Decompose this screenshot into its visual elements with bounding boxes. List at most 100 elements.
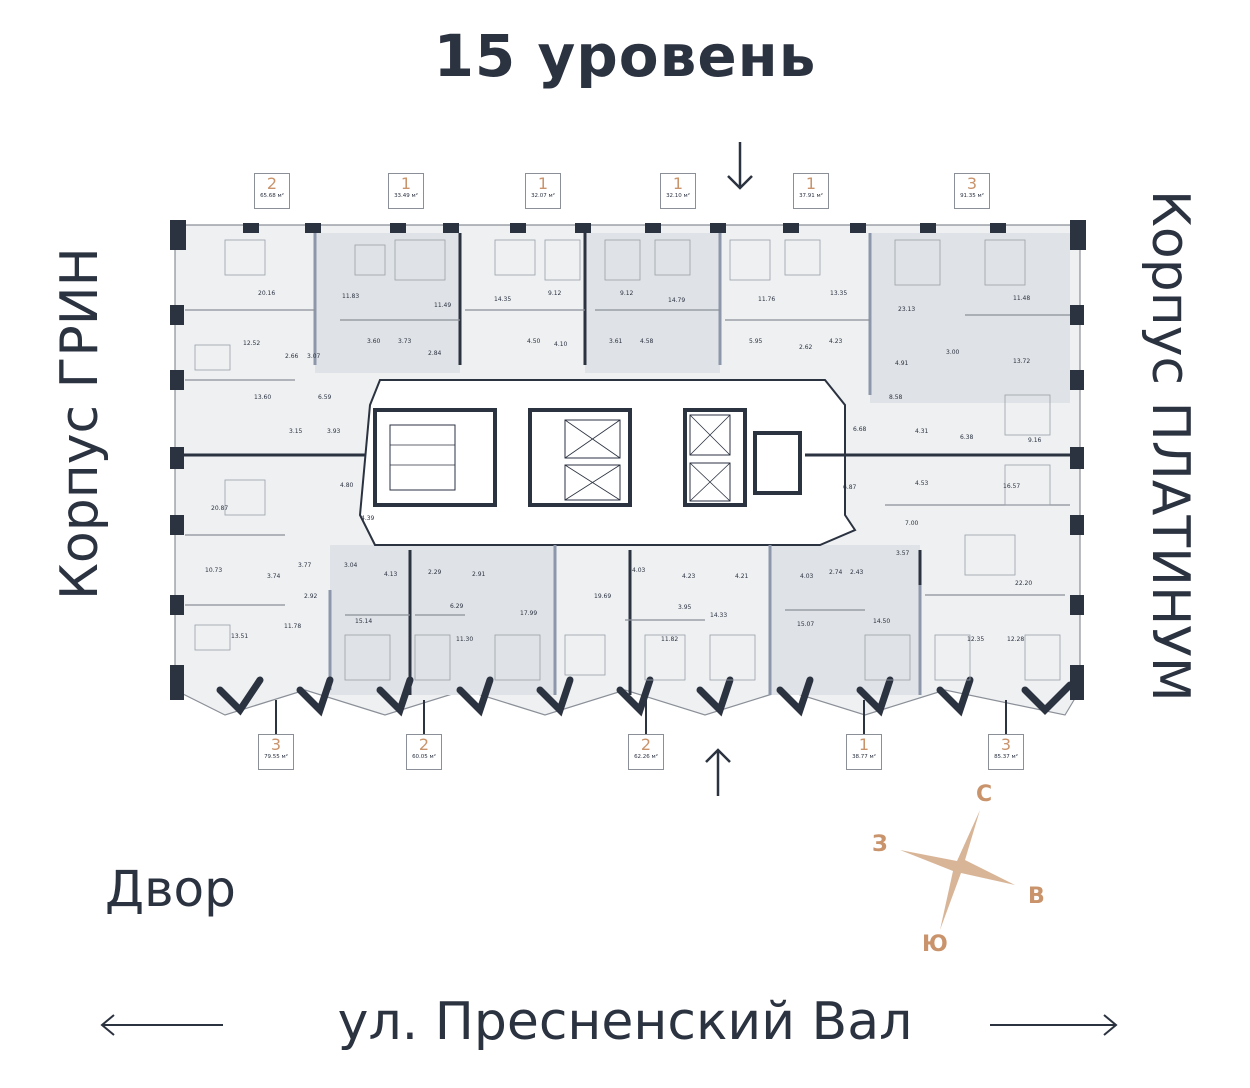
right-building-label: Корпус ПЛАТИНУМ bbox=[1140, 190, 1200, 702]
unit-rooms: 1 bbox=[672, 174, 684, 193]
room-area: 4.03 bbox=[800, 573, 814, 580]
room-area: 22.20 bbox=[1015, 580, 1033, 587]
apartment-highlight[interactable] bbox=[315, 233, 460, 373]
room-area: 3.07 bbox=[307, 353, 321, 360]
unit-badge[interactable]: 2 60.05 м² bbox=[406, 734, 442, 770]
room-area: 12.35 bbox=[967, 636, 985, 643]
room-area: 13.60 bbox=[254, 394, 272, 401]
room-area: 16.57 bbox=[1003, 483, 1021, 490]
room-area: 14.79 bbox=[668, 297, 686, 304]
room-area: 2.84 bbox=[428, 350, 442, 357]
unit-area: 38.77 м² bbox=[852, 754, 876, 760]
room-area: 2.62 bbox=[799, 344, 813, 351]
room-area: 8.58 bbox=[889, 394, 903, 401]
room-area: 11.30 bbox=[456, 636, 474, 643]
room-area: 12.28 bbox=[1007, 636, 1025, 643]
room-area: 13.72 bbox=[1013, 358, 1031, 365]
room-area: 11.48 bbox=[1013, 295, 1031, 302]
room-area: 13.51 bbox=[231, 633, 249, 640]
room-area: 11.82 bbox=[661, 636, 679, 643]
room-area: 3.57 bbox=[896, 550, 910, 557]
room-area: 15.14 bbox=[355, 618, 373, 625]
floor-plan bbox=[170, 220, 1086, 717]
unit-badge[interactable]: 3 79.55 м² bbox=[258, 734, 294, 770]
room-area: 4.03 bbox=[632, 567, 646, 574]
room-area: 3.74 bbox=[267, 573, 281, 580]
unit-badge[interactable]: 3 85.37 м² bbox=[988, 734, 1024, 770]
apartment-highlight[interactable] bbox=[585, 233, 720, 373]
room-area: 15.07 bbox=[797, 621, 815, 628]
unit-badge[interactable]: 1 32.10 м² bbox=[660, 173, 696, 209]
room-area: 19.69 bbox=[594, 593, 612, 600]
unit-rooms: 2 bbox=[418, 735, 430, 754]
unit-badge[interactable]: 1 38.77 м² bbox=[846, 734, 882, 770]
compass-south: Ю bbox=[922, 932, 948, 957]
compass-west: З bbox=[872, 832, 888, 857]
room-area: 4.58 bbox=[640, 338, 654, 345]
room-area: 3.93 bbox=[327, 428, 341, 435]
room-area: 4.23 bbox=[829, 338, 843, 345]
room-area: 4.80 bbox=[340, 482, 354, 489]
unit-badge[interactable]: 2 62.26 м² bbox=[628, 734, 664, 770]
apartment-highlight[interactable] bbox=[770, 545, 920, 695]
room-area: 23.13 bbox=[898, 306, 916, 313]
room-area: 3.00 bbox=[946, 349, 960, 356]
apartment-highlight[interactable] bbox=[330, 545, 555, 695]
room-area: 11.83 bbox=[342, 293, 360, 300]
room-area: 2.92 bbox=[304, 593, 318, 600]
unit-area: 62.26 м² bbox=[634, 754, 658, 760]
room-area: 6.68 bbox=[853, 426, 867, 433]
room-area: 6.29 bbox=[450, 603, 464, 610]
compass-icon bbox=[900, 810, 1015, 930]
unit-rooms: 3 bbox=[270, 735, 282, 754]
room-area: 7.00 bbox=[905, 520, 919, 527]
room-area: 4.23 bbox=[682, 573, 696, 580]
room-area: 3.95 bbox=[678, 604, 692, 611]
street-label: ул. Пресненский Вал bbox=[337, 992, 913, 1052]
unit-rooms: 3 bbox=[1000, 735, 1012, 754]
room-area: 2.66 bbox=[285, 353, 299, 360]
room-area: 4.13 bbox=[384, 571, 398, 578]
room-area: 6.59 bbox=[318, 394, 332, 401]
room-area: 4.50 bbox=[527, 338, 541, 345]
room-area: 4.39 bbox=[361, 515, 375, 522]
unit-badge[interactable]: 1 33.49 м² bbox=[388, 173, 424, 209]
unit-area: 91.35 м² bbox=[960, 193, 984, 199]
unit-area: 32.10 м² bbox=[666, 193, 690, 199]
unit-pointer bbox=[423, 700, 425, 734]
unit-rooms: 1 bbox=[400, 174, 412, 193]
unit-badge[interactable]: 1 37.91 м² bbox=[793, 173, 829, 209]
left-building-label: Корпус ГРИН bbox=[50, 247, 110, 600]
unit-area: 79.55 м² bbox=[264, 754, 288, 760]
room-area: 3.15 bbox=[289, 428, 303, 435]
room-area: 4.91 bbox=[895, 360, 909, 367]
room-area: 4.53 bbox=[915, 480, 929, 487]
unit-badge[interactable]: 1 32.07 м² bbox=[525, 173, 561, 209]
unit-area: 32.07 м² bbox=[531, 193, 555, 199]
unit-area: 65.68 м² bbox=[260, 193, 284, 199]
apartment-highlight[interactable] bbox=[870, 233, 1070, 403]
room-area: 13.35 bbox=[830, 290, 848, 297]
unit-rooms: 1 bbox=[537, 174, 549, 193]
room-area: 3.60 bbox=[367, 338, 381, 345]
entrance-arrow-down-icon bbox=[727, 142, 753, 190]
room-area: 4.31 bbox=[915, 428, 929, 435]
room-area: 6.38 bbox=[960, 434, 974, 441]
room-area: 11.76 bbox=[758, 296, 776, 303]
room-area: 20.87 bbox=[211, 505, 229, 512]
room-area: 11.49 bbox=[434, 302, 452, 309]
unit-area: 33.49 м² bbox=[394, 193, 418, 199]
unit-badge[interactable]: 3 91.35 м² bbox=[954, 173, 990, 209]
room-area: 4.10 bbox=[554, 341, 568, 348]
room-area: 14.35 bbox=[494, 296, 512, 303]
room-area: 20.16 bbox=[258, 290, 276, 297]
unit-badge[interactable]: 2 65.68 м² bbox=[254, 173, 290, 209]
yard-label: Двор bbox=[105, 860, 236, 918]
arrow-left-icon bbox=[100, 1014, 223, 1036]
room-area: 2.29 bbox=[428, 569, 442, 576]
room-area: 6.87 bbox=[843, 484, 857, 491]
unit-area: 37.91 м² bbox=[799, 193, 823, 199]
unit-area: 85.37 м² bbox=[994, 754, 1018, 760]
compass-east: В bbox=[1028, 884, 1045, 909]
room-area: 4.21 bbox=[735, 573, 749, 580]
